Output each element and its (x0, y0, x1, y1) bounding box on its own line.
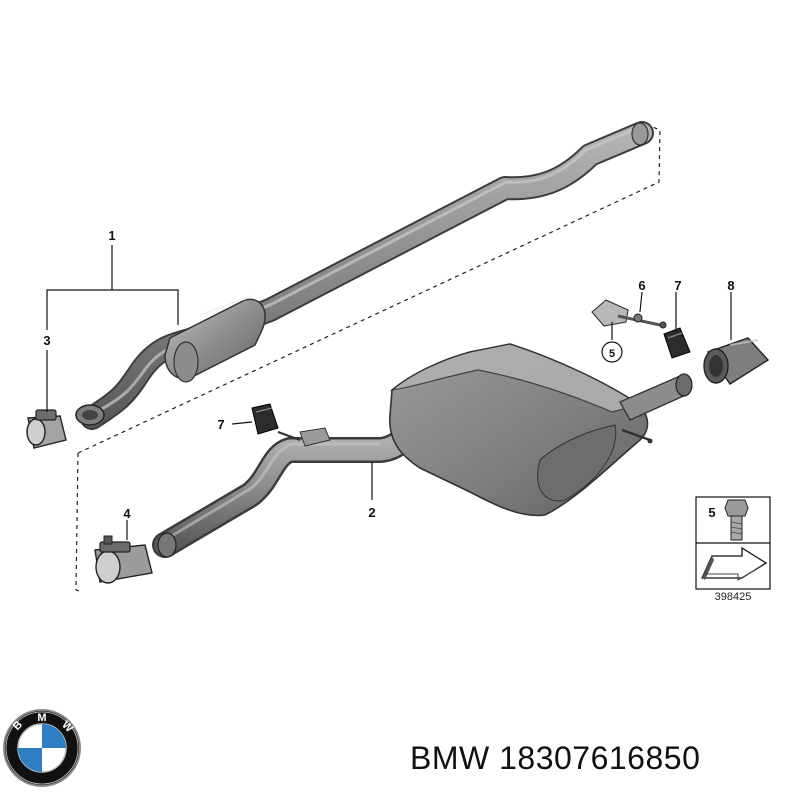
callout-7-right: 7 (674, 278, 681, 293)
sleeve-clamp-4 (94, 535, 153, 584)
front-pipe-with-catalyst (75, 121, 654, 430)
muffler-assembly (152, 343, 693, 558)
rubber-hanger-7a (251, 403, 301, 441)
part-number-caption: BMW 18307616850 (410, 740, 701, 776)
part-legend: 5 398425 (695, 496, 771, 603)
callouts: 1 3 2 4 7 6 7 8 5 (43, 228, 734, 521)
legend-reference: 398425 (715, 591, 752, 603)
bmw-logo-letter-m: M (37, 712, 46, 724)
dashed-boundary (75, 125, 661, 593)
bolt-icon (724, 499, 749, 541)
callout-7-left: 7 (217, 417, 224, 432)
callout-2: 2 (368, 505, 375, 520)
callout-6: 6 (638, 278, 645, 293)
orientation-arrow-icon (700, 546, 768, 581)
callout-1: 1 (108, 228, 115, 243)
callout-8: 8 (727, 278, 734, 293)
callout-3: 3 (43, 333, 50, 348)
leader-lines (46, 245, 732, 540)
tailpipe-trim-8 (703, 337, 770, 385)
rubber-hanger-7b (663, 327, 691, 359)
callout-4: 4 (123, 506, 131, 521)
callout-5-circle (601, 341, 623, 363)
bmw-logo: B M W (3, 709, 81, 787)
legend-part-number: 5 (708, 505, 715, 520)
callout-5: 5 (609, 348, 615, 360)
clamp-3 (26, 409, 67, 449)
bracket-6 (591, 299, 667, 329)
